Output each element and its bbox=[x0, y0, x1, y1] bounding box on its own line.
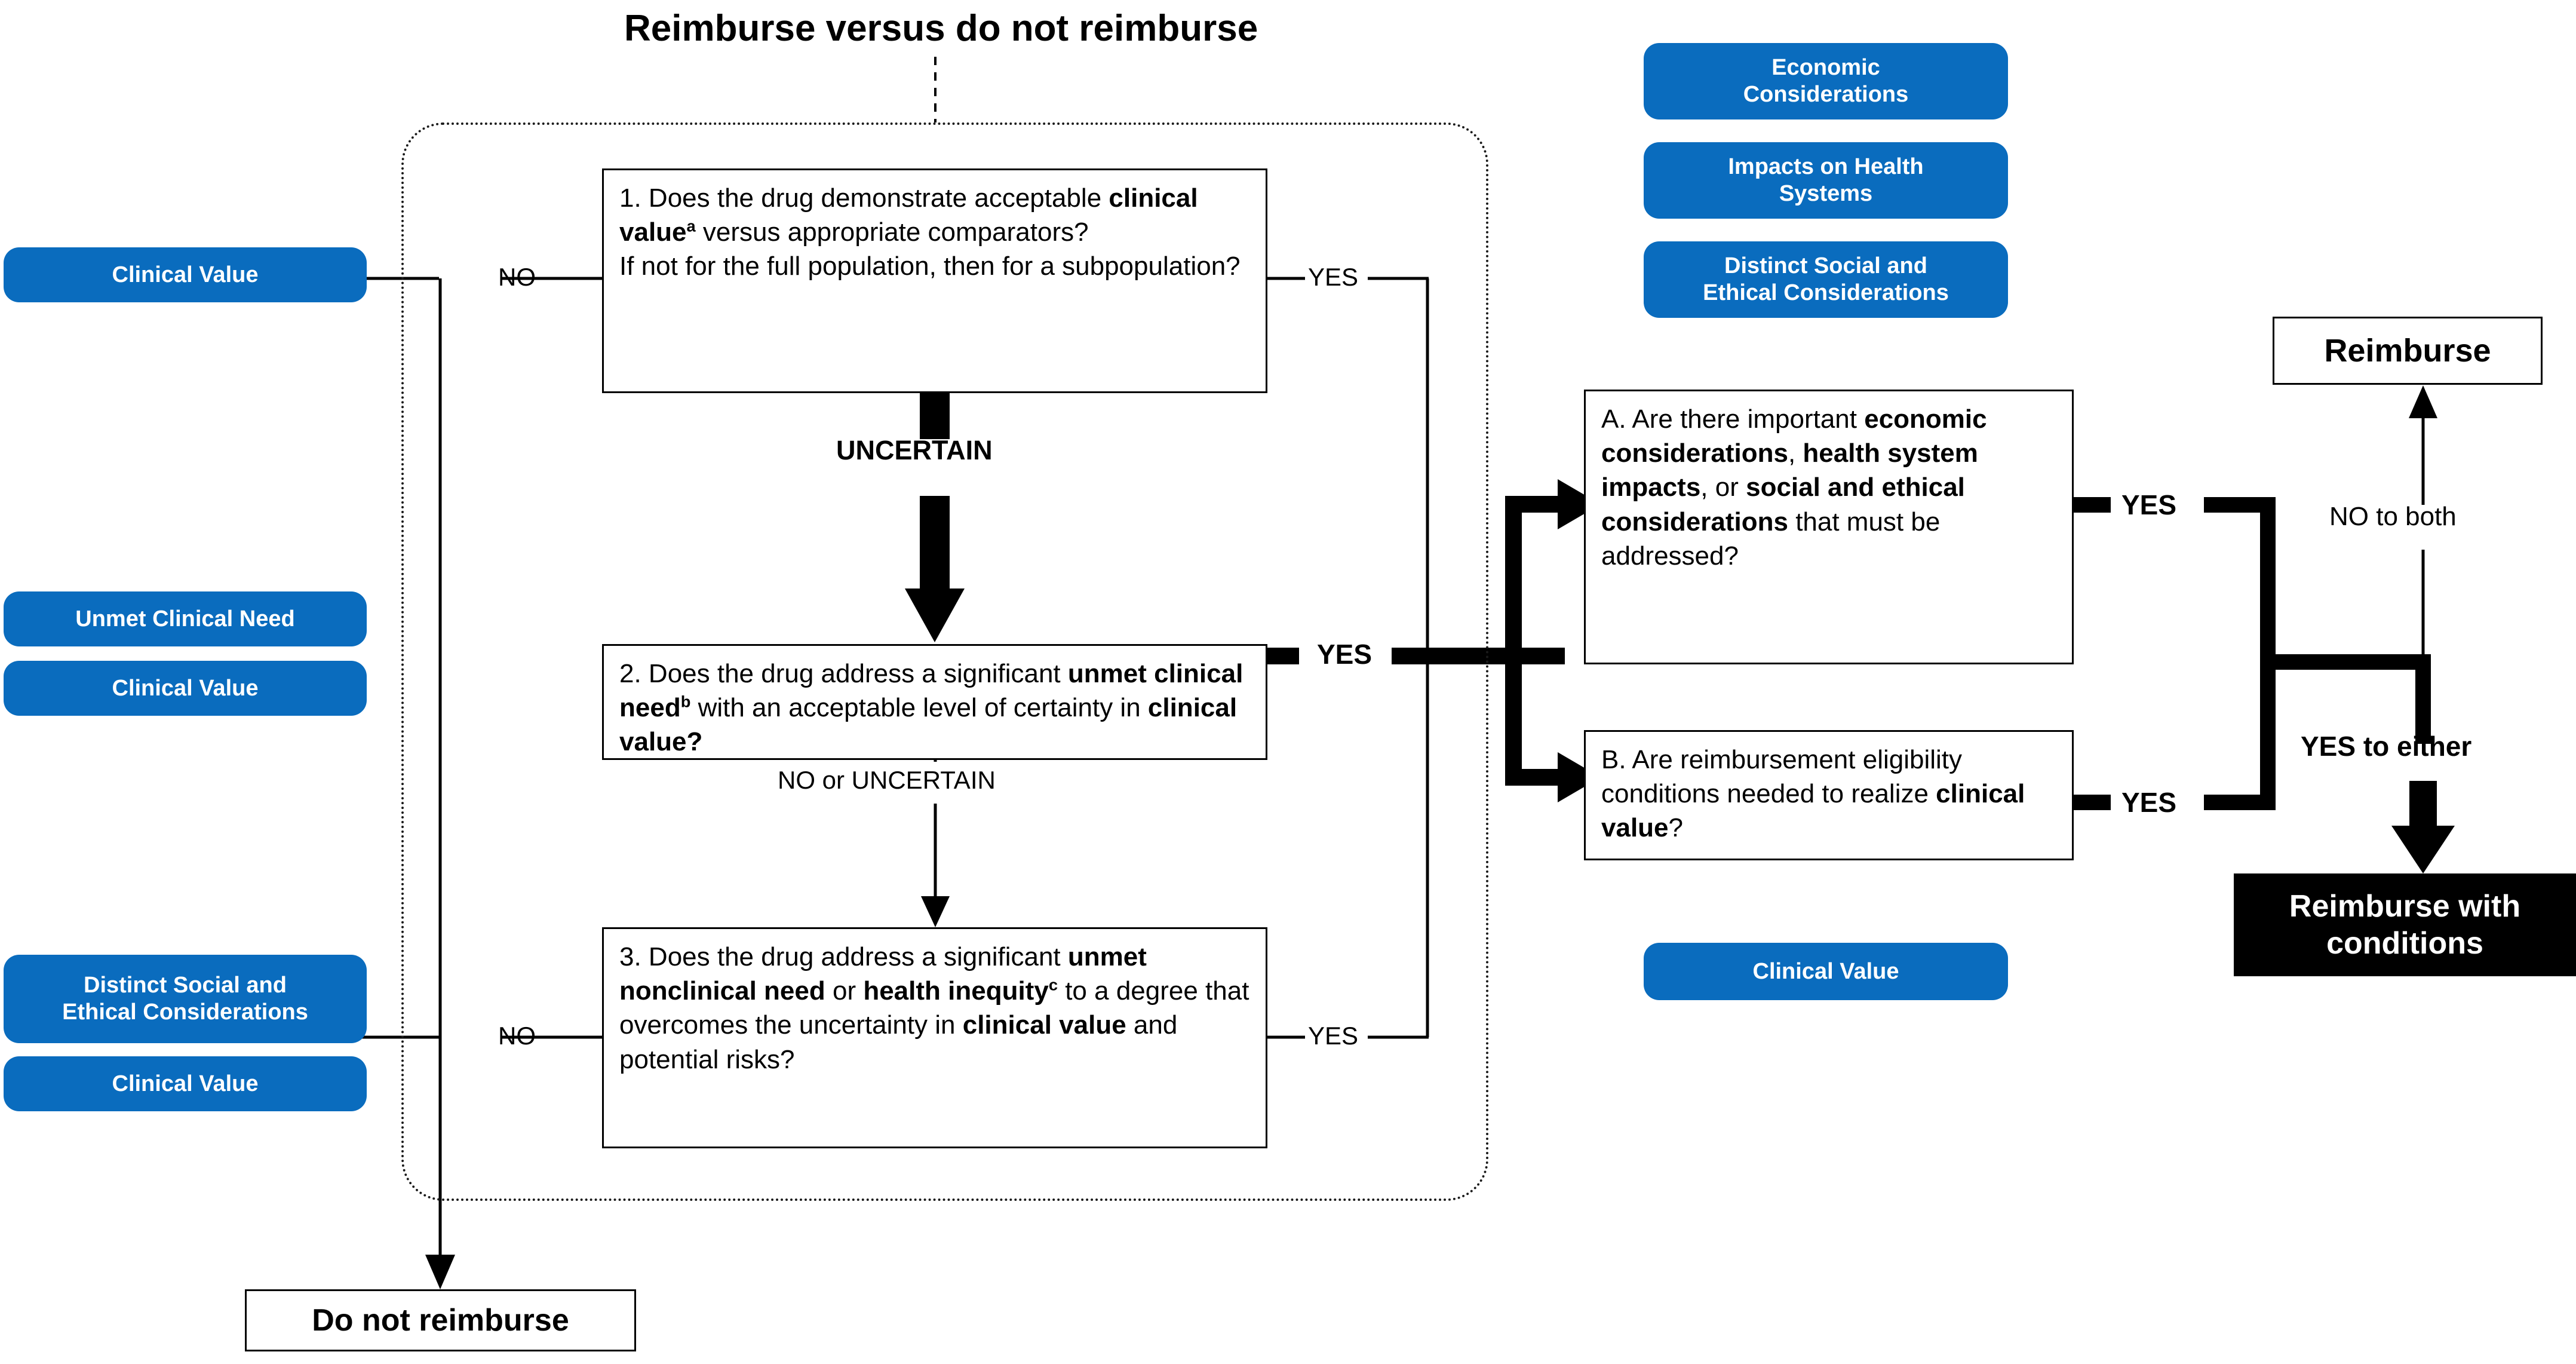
badge-label: Clinical Value bbox=[112, 262, 259, 287]
badge-distinct-social-ethical-right[interactable]: Distinct Social and Ethical Consideratio… bbox=[1644, 241, 2008, 318]
question-box-b[interactable]: B. Are reimbursement eligibility conditi… bbox=[1584, 730, 2074, 860]
outcome-label: Reimburse with conditions bbox=[2289, 888, 2521, 961]
badge-label: Impacts on Health Systems bbox=[1728, 154, 1924, 206]
edge-label-q2-yes: YES bbox=[1317, 639, 1373, 670]
question-box-2[interactable]: 2. Does the drug address a significant u… bbox=[602, 644, 1267, 760]
question-box-3[interactable]: 3. Does the drug address a significant u… bbox=[602, 927, 1267, 1148]
badge-impacts-health-systems[interactable]: Impacts on Health Systems bbox=[1644, 142, 2008, 219]
question-3-text: 3. Does the drug address a significant u… bbox=[619, 942, 1249, 1074]
badge-label: Economic Considerations bbox=[1743, 55, 1909, 107]
edge-label-q1-no: NO bbox=[498, 263, 536, 291]
question-a-text: A. Are there important economic consider… bbox=[1601, 404, 1987, 571]
badge-clinical-value-1[interactable]: Clinical Value bbox=[4, 247, 367, 302]
question-b-text: B. Are reimbursement eligibility conditi… bbox=[1601, 745, 2025, 843]
badge-label: Clinical Value bbox=[1752, 958, 1899, 984]
outcome-reimburse-with-conditions[interactable]: Reimburse with conditions bbox=[2234, 873, 2576, 976]
edge-label-q3-no: NO bbox=[498, 1022, 536, 1050]
edge-label-qa-yes: YES bbox=[2121, 489, 2177, 520]
outcome-reimburse[interactable]: Reimburse bbox=[2273, 317, 2543, 385]
badge-label: Clinical Value bbox=[112, 675, 259, 701]
badge-label: Clinical Value bbox=[112, 1071, 259, 1096]
question-2-text: 2. Does the drug address a significant u… bbox=[619, 659, 1244, 757]
decision-group-container bbox=[401, 122, 1488, 1201]
outcome-label: Reimburse bbox=[2324, 332, 2491, 369]
badge-clinical-value-2[interactable]: Clinical Value bbox=[4, 661, 367, 716]
outcome-do-not-reimburse[interactable]: Do not reimburse bbox=[245, 1289, 636, 1351]
edge-label-qb-yes: YES bbox=[2121, 787, 2177, 818]
badge-clinical-value-3[interactable]: Clinical Value bbox=[4, 1056, 367, 1111]
question-box-a[interactable]: A. Are there important economic consider… bbox=[1584, 390, 2074, 664]
badge-economic-considerations[interactable]: Economic Considerations bbox=[1644, 43, 2008, 119]
badge-label: Distinct Social and Ethical Consideratio… bbox=[62, 973, 308, 1025]
edge-label-yes-to-either: YES to either bbox=[2301, 731, 2472, 762]
question-box-1[interactable]: 1. Does the drug demonstrate acceptable … bbox=[602, 168, 1267, 393]
edge-label-uncertain: UNCERTAIN bbox=[836, 435, 993, 465]
edge-label-no-or-uncertain: NO or UNCERTAIN bbox=[778, 766, 996, 794]
badge-label: Unmet Clinical Need bbox=[75, 606, 295, 632]
edge-label-q3-yes: YES bbox=[1308, 1022, 1359, 1050]
question-1-text: 1. Does the drug demonstrate acceptable … bbox=[619, 183, 1241, 281]
edge-label-q1-yes: YES bbox=[1308, 263, 1359, 291]
badge-clinical-value-right[interactable]: Clinical Value bbox=[1644, 943, 2008, 1000]
badge-unmet-clinical-need[interactable]: Unmet Clinical Need bbox=[4, 591, 367, 646]
page-title: Reimburse versus do not reimburse bbox=[624, 8, 1258, 49]
badge-distinct-social-ethical-left[interactable]: Distinct Social and Ethical Consideratio… bbox=[4, 955, 367, 1043]
outcome-label: Do not reimburse bbox=[312, 1302, 569, 1338]
edge-label-no-to-both: NO to both bbox=[2329, 502, 2457, 531]
badge-label: Distinct Social and Ethical Consideratio… bbox=[1703, 253, 1949, 305]
